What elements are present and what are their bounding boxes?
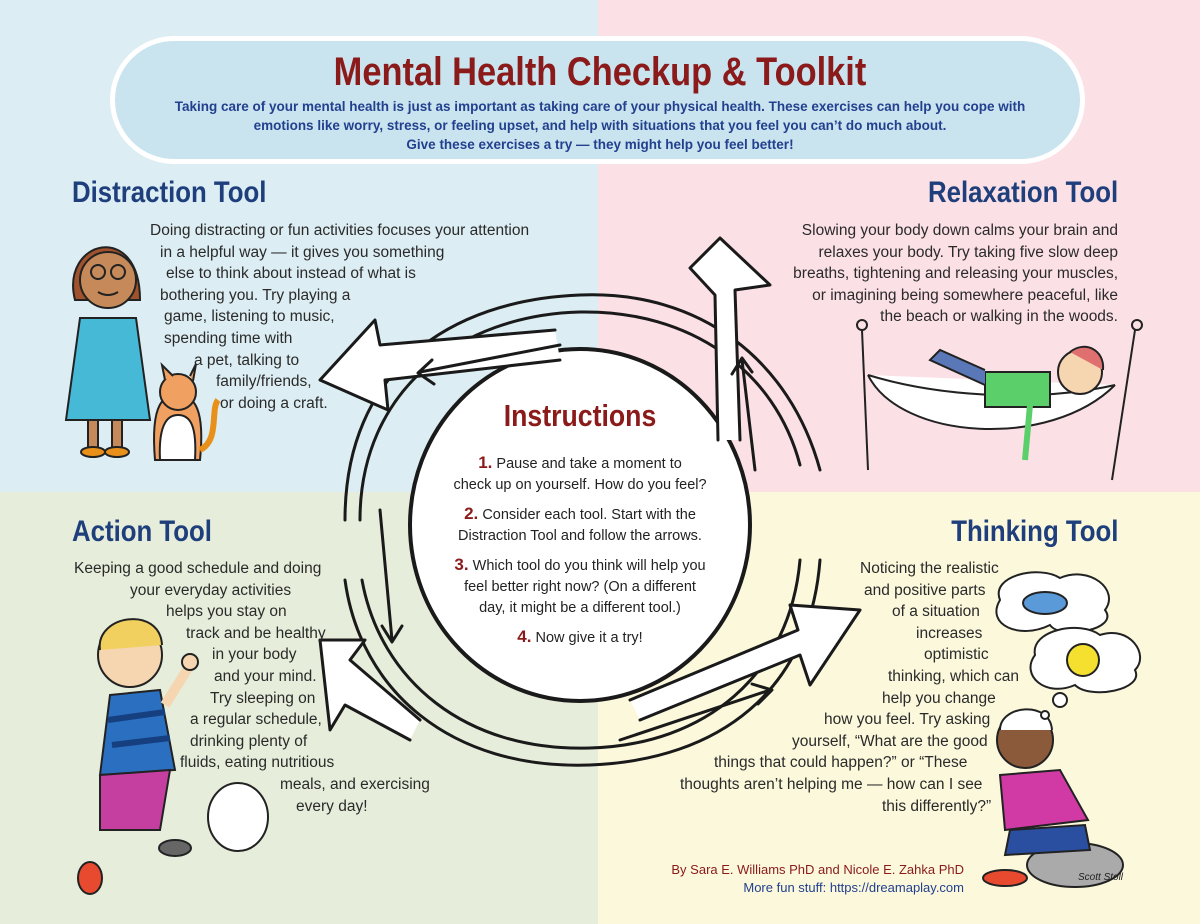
text-line: family/friends, [216,373,312,391]
text-line: relaxes your body. Try taking five slow … [818,243,1118,261]
text-line: help you change [882,689,996,707]
artist-signature: Scott Stoll [1078,872,1124,883]
text-line: things that could happen?” or “These [714,754,968,772]
step-number: 4. [517,627,532,646]
step-number: 3. [454,555,469,574]
text-line: track and be healthy [186,624,326,642]
website-link[interactable]: More fun stuff: https://dreamaplay.com [743,880,964,895]
text-line: or imagining being somewhere peaceful, l… [812,286,1118,304]
text-line: thinking, which can [888,667,1019,685]
text-line: Slowing your body down calms your brain … [801,222,1118,239]
text-line: or doing a craft. [220,394,328,412]
text-line: every day! [296,797,368,815]
woman-illustration [64,246,152,458]
text-line: thoughts aren’t helping me — how can I s… [680,775,983,793]
arrow-cycle [318,236,862,767]
text-line: this differently?” [882,797,992,815]
step-line: check up on yourself. How do you feel? [453,477,707,493]
thinking-tool-text: Noticing the realistic and positive part… [600,558,1020,817]
step-line: day, it might be a different tool.) [479,600,681,616]
text-line: yourself, “What are the good [792,732,988,750]
instruction-step-1: 1. Pause and take a moment to check up o… [430,452,730,496]
text-line: optimistic [924,646,989,664]
intro-line: Give these exercises a try — they might … [406,137,794,152]
text-line: game, listening to music, [164,308,335,326]
ball-illustration [207,782,269,852]
text-line: Doing distracting or fun activities focu… [150,222,530,239]
text-line: Keeping a good schedule and doing [74,560,322,577]
step-number: 1. [478,453,493,472]
action-tool-title: Action Tool [72,515,212,548]
text-line: your everyday activities [130,581,292,599]
text-line: and your mind. [214,667,317,685]
text-line: and positive parts [864,581,986,599]
step-line: Now give it a try! [535,630,643,646]
instructions-circle [408,347,752,703]
step-line: Which tool do you think will help you [472,558,706,574]
instruction-step-4: 4. Now give it a try! [430,626,730,649]
text-line: how you feel. Try asking [824,711,991,729]
step-number: 2. [464,504,479,523]
text-line: Noticing the realistic [860,560,999,577]
action-tool-text: Keeping a good schedule and doing your e… [74,558,430,817]
text-line: the beach or walking in the woods. [880,308,1118,326]
text-line: fluids, eating nutritious [180,754,335,772]
text-line: of a situation [892,603,980,621]
text-line: a regular schedule, [190,711,322,729]
text-line: else to think about instead of what is [166,265,416,283]
text-line: Try sleeping on [210,689,316,707]
text-line: in a helpful way — it gives you somethin… [160,243,445,261]
intro-text: Taking care of your mental health is jus… [170,97,1030,154]
text-line: drinking plenty of [190,732,308,750]
instruction-step-3: 3. Which tool do you think will help you… [430,554,730,619]
page-title: Mental Health Checkup & Toolkit [333,50,867,94]
thinking-tool-title: Thinking Tool [950,515,1118,548]
author-credit: By Sara E. Williams PhD and Nicole E. Za… [671,862,964,877]
instructions-title: Instructions [503,398,657,433]
text-line: breaths, tightening and releasing your m… [793,265,1118,283]
cat-illustration [153,361,221,461]
text-line: helps you stay on [166,603,287,621]
boy-illustration [77,618,199,895]
step-line: Pause and take a moment to [496,456,682,472]
thinker-illustration [982,571,1141,888]
relaxation-tool-text: Slowing your body down calms your brain … [793,220,1118,328]
intro-line: Taking care of your mental health is jus… [174,99,1026,114]
step-line: Distraction Tool and follow the arrows. [458,528,702,544]
intro-line: emotions like worry, stress, or feeling … [253,118,947,133]
hammock-illustration [856,319,1143,481]
text-line: spending time with [164,329,293,347]
relaxation-tool-title: Relaxation Tool [927,176,1118,209]
instruction-step-2: 2. Consider each tool. Start with the Di… [430,503,730,547]
header-banner [110,36,1085,164]
text-line: meals, and exercising [280,775,430,793]
step-line: Consider each tool. Start with the [482,507,696,523]
distraction-tool-title: Distraction Tool [72,176,267,209]
distraction-tool-text: Doing distracting or fun activities focu… [150,220,529,414]
text-line: bothering you. Try playing a [160,286,351,304]
text-line: a pet, talking to [194,351,300,369]
text-line: increases [916,624,983,642]
text-line: in your body [212,646,297,664]
step-line: feel better right now? (On a different [464,579,696,595]
